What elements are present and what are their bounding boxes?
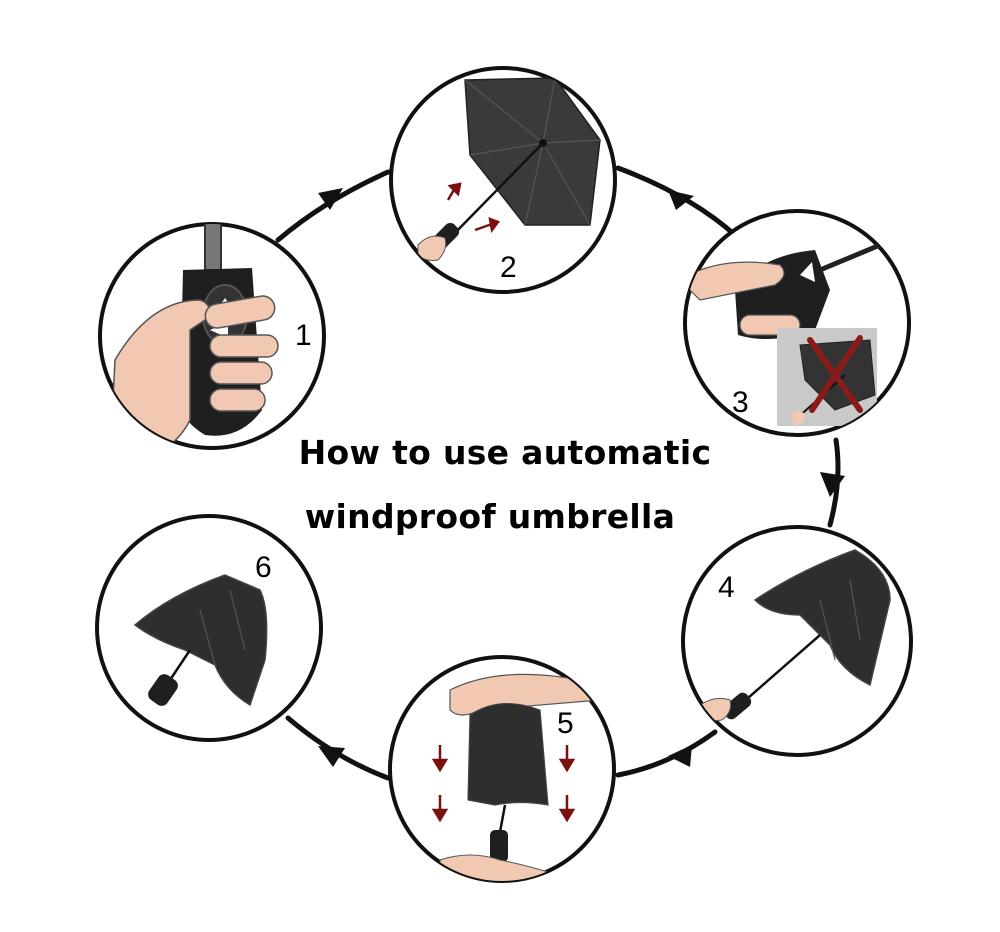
step-2-number: 2 [500,251,517,284]
diagram-title-line-2: windproof umbrella [304,497,676,536]
arrowhead-2-to-3 [668,190,694,210]
step-3: 3 [683,209,911,437]
arc-4-to-5 [615,729,718,778]
step-1-number: 1 [295,319,312,352]
step-1: 1 [98,222,326,450]
cycle-arrowheads [318,188,845,767]
step-3-illustration [685,242,881,426]
arrowhead-4-to-5 [668,745,692,767]
arrowhead-3-to-4 [820,472,845,497]
step-4-illustration [699,549,891,721]
step-2-illustration [417,77,601,261]
arrowhead-5-to-6 [318,746,345,767]
step-6: 6 [95,514,323,742]
wrong-cross-icon [807,335,863,413]
step-6-number: 6 [255,551,272,584]
step-4: 4 [681,525,913,757]
step-2: 2 [389,66,617,294]
step-6-illustration [133,574,268,707]
step-4-number: 4 [718,571,735,604]
step-3-number: 3 [732,386,749,419]
arc-1-to-2 [275,169,391,243]
step-5-illustration [431,673,602,881]
step-5: 5 [388,655,616,883]
step-5-number: 5 [557,707,574,740]
arrowhead-1-to-2 [318,188,343,210]
diagram-title-line-1: How to use automatic [298,433,712,472]
step-1-illustration [109,224,279,448]
